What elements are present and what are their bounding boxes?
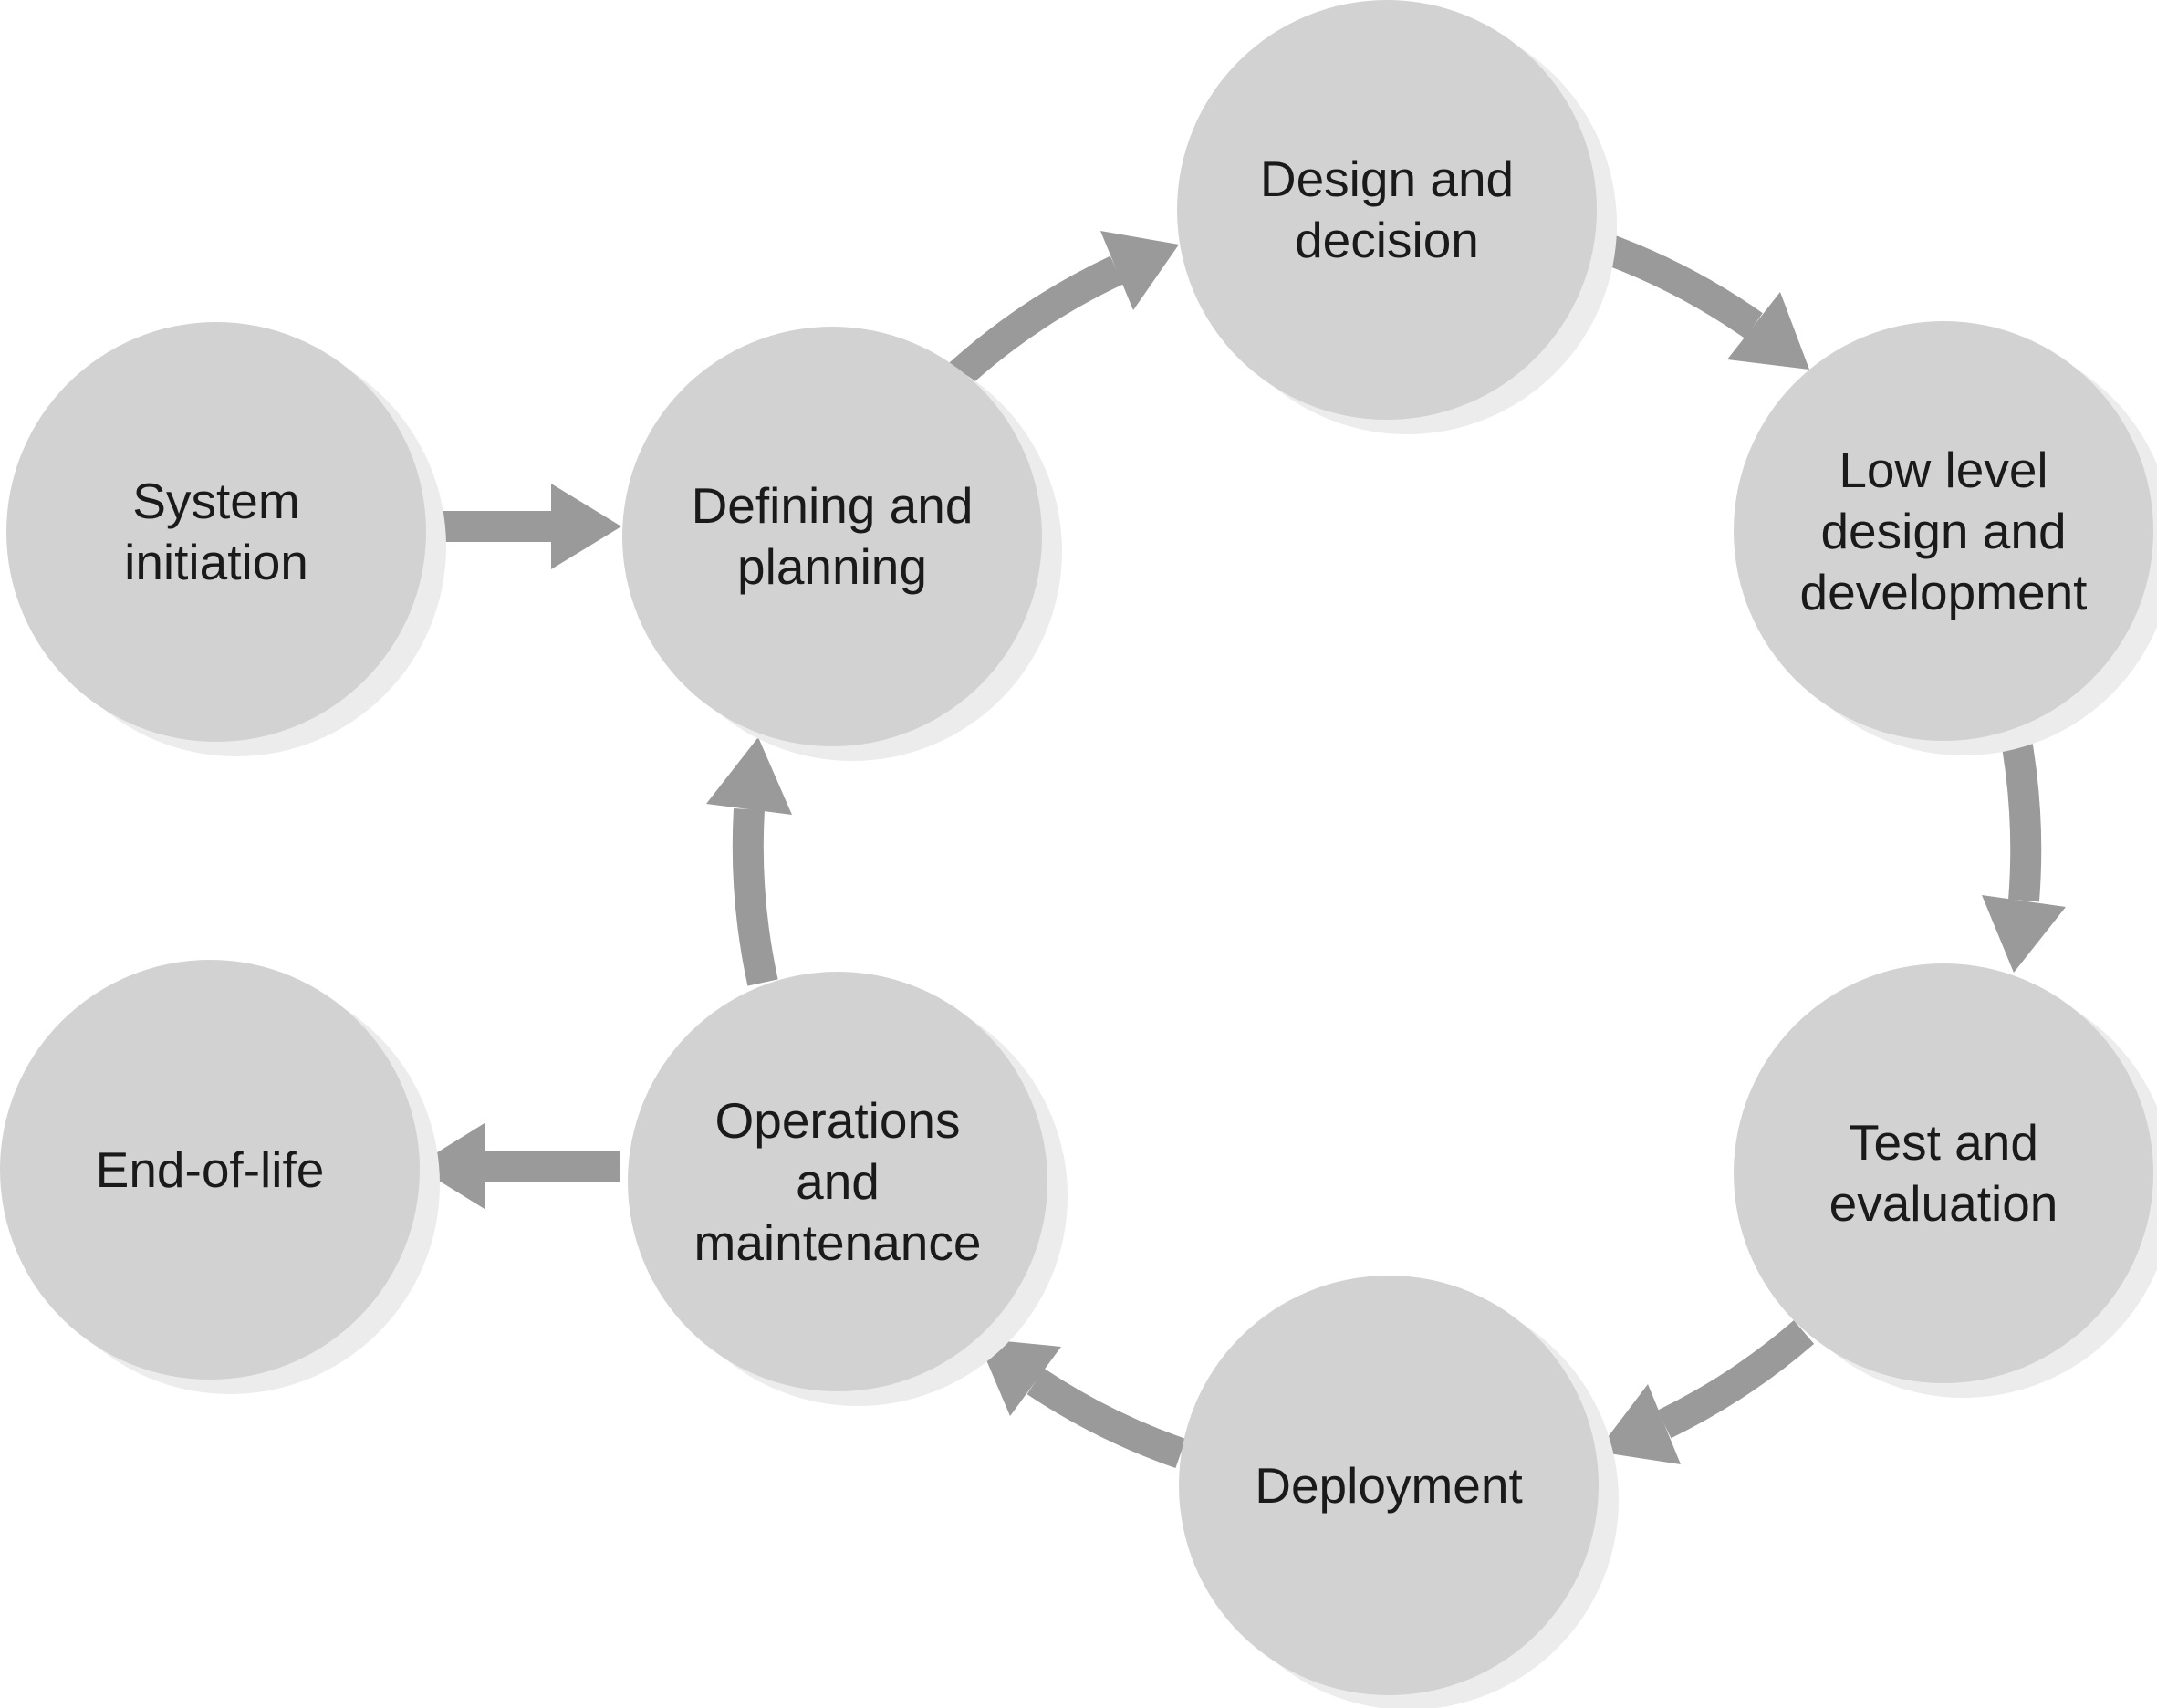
node-low-level-design-and-development: Low level design and development (1734, 321, 2153, 741)
node-label: Defining and planning (691, 477, 974, 595)
node-label: System initiation (124, 473, 308, 590)
arrow-lowlevel-to-test (1982, 727, 2066, 973)
arrow-shaft (1026, 1368, 1186, 1469)
node-label: Deployment (1255, 1456, 1523, 1514)
node-system-initiation: System initiation (6, 322, 426, 742)
arrow-shaft (949, 255, 1124, 386)
arrow-test-to-deployment (1597, 1320, 1815, 1464)
arrow-system-to-defining (422, 484, 621, 569)
arrow-operations-to-defining (706, 737, 792, 986)
node-design-and-decision: Design and decision (1177, 0, 1597, 420)
arrow-shaft (1999, 727, 2042, 902)
arrowhead-icon (1982, 895, 2066, 973)
arrowhead-icon (551, 484, 621, 569)
arrow-defining-to-design (949, 231, 1179, 386)
arrowhead-icon (977, 1338, 1061, 1416)
node-label: Design and decision (1259, 151, 1515, 268)
node-operations-and-maintenance: Operations and maintenance (628, 972, 1047, 1391)
node-label: Low level design and development (1799, 441, 2088, 620)
arrow-shaft (732, 808, 778, 986)
node-deployment: Deployment (1179, 1276, 1599, 1695)
arrow-deployment-to-operations (977, 1338, 1186, 1469)
node-label: Operations and maintenance (693, 1091, 982, 1271)
node-test-and-evaluation: Test and evaluation (1734, 963, 2153, 1383)
arrowhead-icon (1597, 1384, 1681, 1464)
arrow-shaft (1589, 229, 1763, 338)
arrowhead-icon (415, 1123, 485, 1209)
node-label: Test and evaluation (1829, 1114, 2058, 1232)
arrow-shaft (1657, 1320, 1815, 1439)
arrowhead-icon (1100, 231, 1179, 310)
node-end-of-life: End-of-life (0, 960, 420, 1380)
node-label: End-of-life (95, 1140, 325, 1198)
arrow-operations-to-endoflife (415, 1123, 620, 1209)
node-defining-and-planning: Defining and planning (622, 327, 1042, 746)
arrowhead-icon (706, 737, 792, 815)
arrowhead-icon (1727, 292, 1809, 370)
arrow-design-to-lowlevel (1589, 229, 1809, 370)
